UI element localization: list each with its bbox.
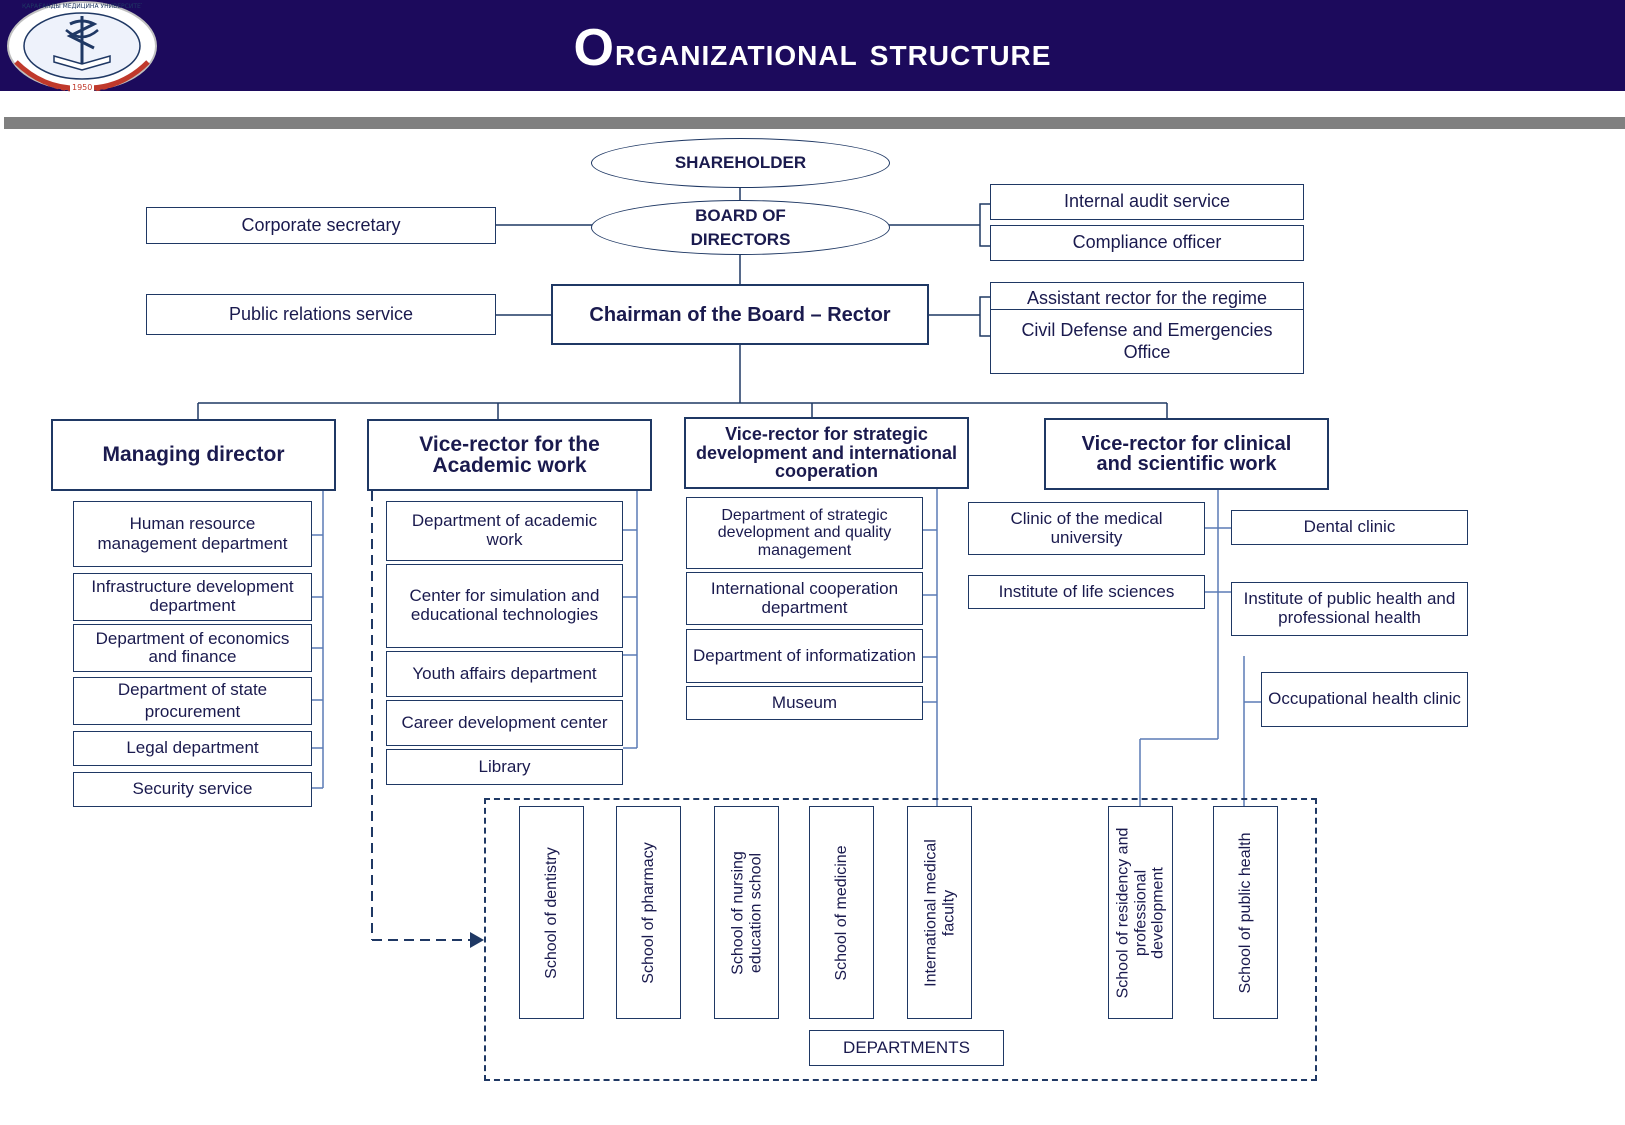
rector-label: Chairman of the Board – Rector <box>589 303 891 326</box>
university-clinic-box: Clinic of the medical university <box>968 502 1205 555</box>
procurement-department-label: Department of state procurement <box>117 679 268 721</box>
infrastructure-department-label: Infrastructure development department <box>91 577 294 615</box>
school-label: School of pharmacy <box>639 841 657 984</box>
managing-director-box: Managing director <box>51 419 336 491</box>
security-service-box: Security service <box>73 772 312 807</box>
compliance-label: Compliance officer <box>1072 232 1222 253</box>
vice-rector-strategic-box: Vice-rector for strategic development an… <box>684 417 969 489</box>
life-sciences-institute-box: Institute of life sciences <box>968 575 1205 609</box>
economics-department-label: Department of economics and finance <box>95 629 290 666</box>
civil-defense-box: Civil Defense and Emergencies Office <box>990 309 1304 374</box>
university-logo: 1950 ҚАРАҒАНДЫ МЕДИЦИНА УНИВЕРСИТЕТІ <box>4 0 160 94</box>
museum-box: Museum <box>686 686 923 720</box>
vice-rector-clinical-label: Vice-rector for clinical and scientific … <box>1081 433 1292 475</box>
hr-department-label: Human resource management department <box>97 513 288 553</box>
divider-rule <box>4 117 1625 129</box>
academic-work-department-box: Department of academic work <box>386 501 623 561</box>
informatization-department-box: Department of informatization <box>686 629 923 683</box>
school-box: School of residency and professional dev… <box>1108 806 1173 1019</box>
dental-clinic-label: Dental clinic <box>1303 517 1396 537</box>
procurement-department-box: Department of state procurement <box>73 677 312 725</box>
career-center-box: Career development center <box>386 700 623 746</box>
school-label: International medical faculty <box>921 838 957 987</box>
public-health-institute-label: Institute of public health and professio… <box>1243 589 1456 627</box>
public-relations-label: Public relations service <box>228 303 414 324</box>
school-box: School of dentistry <box>519 806 584 1019</box>
occupational-health-clinic-label: Occupational health clinic <box>1268 689 1461 709</box>
managing-director-label: Managing director <box>102 443 285 467</box>
header-bar: 1950 ҚАРАҒАНДЫ МЕДИЦИНА УНИВЕРСИТЕТІ Org… <box>0 0 1625 94</box>
legal-department-box: Legal department <box>73 731 312 766</box>
international-cooperation-department-label: International cooperation department <box>710 578 899 617</box>
infrastructure-department-box: Infrastructure development department <box>73 573 312 621</box>
vice-rector-strategic-label: Vice-rector for strategic development an… <box>695 423 958 482</box>
strategic-development-department-box: Department of strategic development and … <box>686 497 923 569</box>
shareholder-label: SHAREHOLDER <box>674 153 807 173</box>
school-box: School of nursing education school <box>714 806 779 1019</box>
departments-box: DEPARTMENTS <box>809 1030 1004 1066</box>
international-cooperation-department-box: International cooperation department <box>686 572 923 625</box>
school-label: School of public health <box>1236 832 1254 993</box>
board-label: BOARD OF DIRECTORS <box>690 205 791 249</box>
school-box: School of public health <box>1213 806 1278 1019</box>
corporate-secretary-box: Corporate secretary <box>146 207 496 244</box>
vice-rector-clinical-box: Vice-rector for clinical and scientific … <box>1044 418 1329 490</box>
strategic-development-department-label: Department of strategic development and … <box>717 506 892 559</box>
academic-work-department-label: Department of academic work <box>411 511 598 549</box>
school-box: School of medicine <box>809 806 874 1019</box>
public-health-institute-box: Institute of public health and professio… <box>1231 582 1468 636</box>
library-label: Library <box>478 756 531 776</box>
youth-affairs-box: Youth affairs department <box>386 651 623 697</box>
legal-department-label: Legal department <box>126 738 259 758</box>
shareholder-node: SHAREHOLDER <box>591 138 890 188</box>
hr-department-box: Human resource management department <box>73 501 312 567</box>
simulation-center-label: Center for simulation and educational te… <box>409 586 600 624</box>
assistant-rector-label: Assistant rector for the regime <box>1026 288 1268 309</box>
dental-clinic-box: Dental clinic <box>1231 510 1468 545</box>
museum-label: Museum <box>771 692 838 712</box>
university-clinic-label: Clinic of the medical university <box>1010 508 1163 547</box>
life-sciences-institute-label: Institute of life sciences <box>998 581 1175 601</box>
rector-box: Chairman of the Board – Rector <box>551 284 929 345</box>
internal-audit-box: Internal audit service <box>990 184 1304 220</box>
compliance-officer-box: Compliance officer <box>990 225 1304 261</box>
school-label: School of dentistry <box>542 846 560 979</box>
logo-year: 1950 <box>72 83 93 92</box>
civil-defense-label: Civil Defense and Emergencies Office <box>1021 319 1273 362</box>
occupational-health-clinic-box: Occupational health clinic <box>1261 672 1468 727</box>
vice-rector-academic-label: Vice-rector for the Academic work <box>419 433 600 477</box>
page-title: Organizational structure <box>573 19 1052 77</box>
departments-label: DEPARTMENTS <box>843 1037 970 1057</box>
board-of-directors-node: BOARD OF DIRECTORS <box>591 200 890 255</box>
economics-department-box: Department of economics and finance <box>73 624 312 672</box>
career-center-label: Career development center <box>401 713 608 733</box>
library-box: Library <box>386 749 623 785</box>
internal-audit-label: Internal audit service <box>1063 191 1231 212</box>
simulation-center-box: Center for simulation and educational te… <box>386 564 623 648</box>
schools-frame <box>484 798 1317 1081</box>
security-service-label: Security service <box>132 779 253 799</box>
vice-rector-academic-box: Vice-rector for the Academic work <box>367 419 652 491</box>
school-label: School of medicine <box>832 844 850 981</box>
school-box: School of pharmacy <box>616 806 681 1019</box>
school-box: International medical faculty <box>907 806 972 1019</box>
youth-affairs-label: Youth affairs department <box>412 663 597 683</box>
logo-caption: ҚАРАҒАНДЫ МЕДИЦИНА УНИВЕРСИТЕТІ <box>22 3 142 10</box>
school-label: School of nursing education school <box>728 850 764 975</box>
public-relations-box: Public relations service <box>146 294 496 335</box>
corporate-secretary-label: Corporate secretary <box>241 214 401 235</box>
informatization-department-label: Department of informatization <box>693 645 916 665</box>
school-label: School of residency and professional dev… <box>1114 827 1167 998</box>
